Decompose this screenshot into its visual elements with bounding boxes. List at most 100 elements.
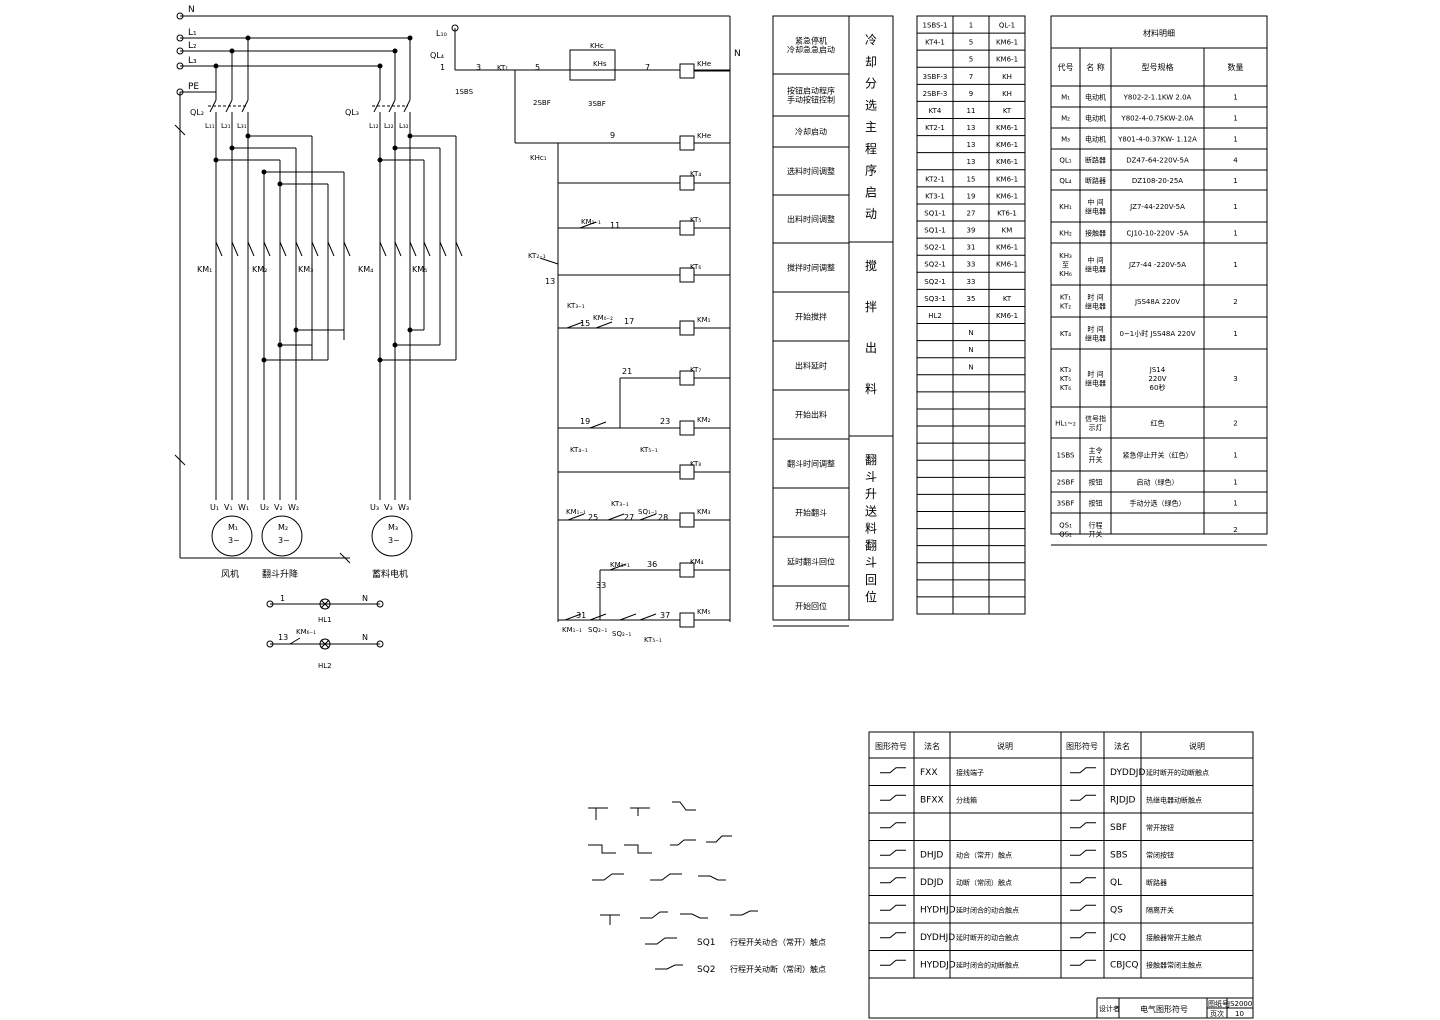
materials-cell-7-0: KH₃ — [1059, 252, 1072, 260]
motor3-name: 蓄料电机 — [372, 568, 408, 580]
terminal-cell-11-0: SQ1-1 — [924, 209, 945, 217]
materials-cell-10-2: 220V — [1148, 375, 1166, 383]
contact-kt2: KT₂₋₁ — [528, 252, 546, 260]
terminal-cell-3-2: KH — [1002, 73, 1012, 81]
function-row-10: 开始翻斗 — [795, 508, 827, 518]
l10-label: L₁₀ — [436, 29, 447, 38]
materials-header-1: 名 称 — [1086, 62, 1105, 72]
legend-right-desc-0: 延时断开的动断触点 — [1146, 768, 1209, 777]
terminal-cell-9-1: 15 — [967, 175, 976, 183]
bus-l2-label: L₂ — [188, 41, 197, 51]
terminal-cell-13-2: KM6-1 — [996, 244, 1018, 252]
legend-right-code-5: QS — [1110, 905, 1123, 915]
contact-km-rung10: KM₁₋₁ — [610, 561, 630, 569]
terminal-cell-11-1: 27 — [967, 209, 976, 217]
materials-cell-3-0: QL₁ — [1059, 157, 1071, 165]
terminal-cell-12-1: 39 — [967, 227, 976, 235]
l11-label: L₁₁ — [205, 122, 215, 130]
sq2-desc: 行程开关动断（常闭）触点 — [730, 964, 826, 974]
terminal-cell-4-0: 2SBF-3 — [923, 90, 948, 98]
function-row-2: 冷却启动 — [795, 127, 827, 137]
legend-left-symbol-4 — [880, 877, 906, 884]
terminal-cell-1-2: KM6-1 — [996, 39, 1018, 47]
materials-cell-4-3: 1 — [1233, 177, 1237, 185]
materials-cell-8-1: 时 间 — [1087, 293, 1103, 302]
terminal-cell-14-2: KM6-1 — [996, 261, 1018, 269]
khc1-label: KHc₁ — [530, 154, 547, 162]
m2-ac-label: 3~ — [278, 536, 290, 545]
function-group-2-char-7: 回 — [865, 573, 877, 587]
materials-cell-7-0: 至 — [1062, 261, 1069, 269]
materials-cell-15-3: 2 — [1233, 526, 1237, 534]
wire-1: 1 — [440, 63, 445, 72]
kt1-label: KT₁ — [497, 64, 508, 72]
legend-right-desc-5: 隔离开关 — [1146, 905, 1174, 914]
u2-label: U₂ — [260, 503, 269, 512]
legend-right-code-0: DYDDJD — [1110, 768, 1145, 778]
wire-25: 25 — [588, 513, 598, 522]
function-group-2-char-5: 翻 — [865, 539, 877, 553]
coil-km2: KM₂ — [697, 416, 711, 424]
contact-km02: KM₀₋₂ — [593, 314, 613, 322]
materials-cell-12-3: 1 — [1233, 452, 1237, 460]
materials-cell-8-0: KT₁ — [1060, 294, 1071, 302]
terminal-cell-20-1: N — [968, 363, 973, 371]
terminal-cell-3-1: 7 — [969, 73, 973, 81]
terminal-cell-12-2: KM — [1002, 227, 1013, 235]
materials-cell-4-1: 断路器 — [1085, 176, 1106, 185]
legend-header-0: 图形符号 — [875, 741, 907, 751]
function-row-9: 翻斗时间调整 — [787, 459, 835, 469]
wire-5: 5 — [535, 63, 540, 72]
materials-cell-10-0: KT₅ — [1060, 375, 1071, 383]
legend-right-symbol-1 — [1070, 794, 1096, 801]
sq1-code: SQ1 — [697, 938, 716, 948]
symbol-samples: SQ1 行程开关动合（常开）触点 SQ2 行程开关动断（常闭）触点 — [588, 801, 826, 975]
function-group-0-char-8: 动 — [865, 207, 877, 221]
function-row-7: 出料延时 — [795, 361, 827, 371]
sq1-symbol — [645, 937, 677, 945]
terminal-cell-7-1: 13 — [967, 141, 976, 149]
l32-label: L₃₂ — [399, 122, 409, 130]
wire-27: 27 — [624, 513, 634, 522]
function-group-2-char-6: 斗 — [865, 556, 877, 570]
terminal-cell-2-2: KM6-1 — [996, 56, 1018, 64]
l22-label: L₂₂ — [384, 122, 394, 130]
materials-cell-7-1: 继电器 — [1085, 265, 1106, 274]
bus-l1-label: L₁ — [188, 28, 197, 38]
function-row-5: 搅拌时间调整 — [787, 263, 835, 273]
terminal-cell-1-0: KT4-1 — [925, 39, 945, 47]
materials-cell-11-2: 红色 — [1151, 419, 1165, 428]
terminal-cell-5-0: KT4 — [929, 107, 942, 115]
materials-cell-10-0: KT₃ — [1060, 366, 1071, 374]
lamp1-wire: 1 — [280, 594, 285, 603]
legend-right-code-2: SBF — [1110, 823, 1127, 833]
materials-cell-2-3: 1 — [1233, 136, 1237, 144]
function-group-2-char-0: 翻 — [865, 453, 877, 467]
materials-cell-12-1: 主令 — [1089, 446, 1103, 455]
n-right-label: N — [734, 49, 741, 59]
m2-label: M₂ — [278, 523, 288, 532]
terminal-cell-0-1: 1 — [969, 22, 973, 30]
terminal-cell-6-2: KM6-1 — [996, 124, 1018, 132]
terminal-cell-8-2: KM6-1 — [996, 158, 1018, 166]
function-group-0-char-4: 主 — [865, 120, 877, 134]
contact-kmx: KM₁₋₁ — [581, 218, 601, 226]
coil-kt7: KT₇ — [690, 366, 701, 374]
materials-title: 材料明细 — [1143, 28, 1175, 38]
sbs-label: 1SBS — [455, 88, 474, 96]
u3-label: U₃ — [370, 503, 379, 512]
terminal-cell-10-0: KT3-1 — [925, 192, 945, 200]
materials-cell-8-3: 2 — [1233, 298, 1237, 306]
bus-l3-label: L₃ — [188, 56, 197, 66]
legend-right-symbol-0 — [1070, 767, 1096, 774]
materials-cell-13-1: 按钮 — [1089, 478, 1103, 487]
ql2-label: QL₂ — [190, 108, 204, 117]
v1-label: V₁ — [224, 503, 233, 512]
function-group-2-char-2: 升 — [865, 487, 877, 501]
materials-cell-10-1: 继电器 — [1085, 379, 1106, 388]
coil-kt4: KT₄ — [690, 170, 701, 178]
materials-cell-12-0: 1SBS — [1056, 452, 1075, 460]
l31-label: L₃₁ — [237, 122, 247, 130]
materials-cell-5-3: 1 — [1233, 203, 1237, 211]
